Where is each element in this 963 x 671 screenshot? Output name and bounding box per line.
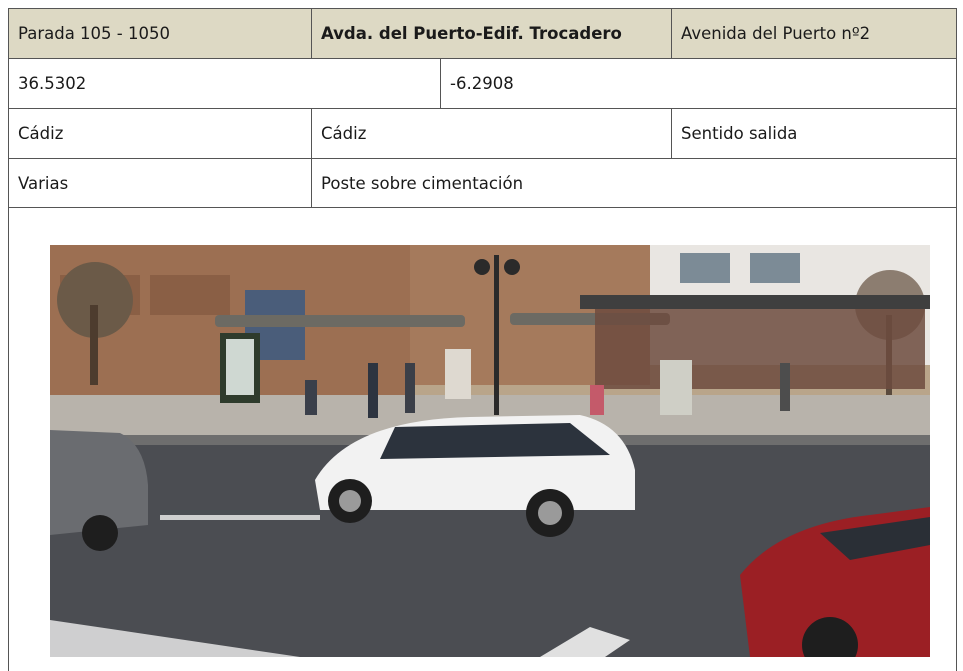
longitude-cell: -6.2908 [440,59,956,108]
longitude-value: -6.2908 [450,74,514,93]
locality-cell: Cádiz [311,109,671,158]
direction-cell: Sentido salida [671,109,956,158]
latitude-value: 36.5302 [18,74,87,93]
street-scene-illustration [50,245,930,657]
coordinates-row: 36.5302 -6.2908 [8,59,957,109]
address-cell: Avenida del Puerto nº2 [671,9,956,58]
lines-value: Varias [18,173,69,193]
lines-cell: Varias [9,159,311,207]
stop-name-cell: Avda. del Puerto-Edif. Trocadero [311,9,671,58]
support-cell: Poste sobre cimentación [311,159,956,207]
latitude-cell: 36.5302 [9,59,440,108]
location-row: Cádiz Cádiz Sentido salida [8,109,957,159]
header-row: Parada 105 - 1050 Avda. del Puerto-Edif.… [8,8,957,59]
municipality-cell: Cádiz [9,109,311,158]
stop-address: Avenida del Puerto nº2 [681,24,871,43]
municipality-value: Cádiz [18,124,64,143]
details-row: Varias Poste sobre cimentación [8,159,957,208]
stop-name: Avda. del Puerto-Edif. Trocadero [321,24,622,43]
photo-row [8,208,957,671]
stop-code-cell: Parada 105 - 1050 [9,9,311,58]
support-value: Poste sobre cimentación [321,173,524,193]
stop-photo [50,245,930,657]
stop-code: Parada 105 - 1050 [18,24,170,43]
direction-value: Sentido salida [681,124,798,143]
locality-value: Cádiz [321,124,367,143]
